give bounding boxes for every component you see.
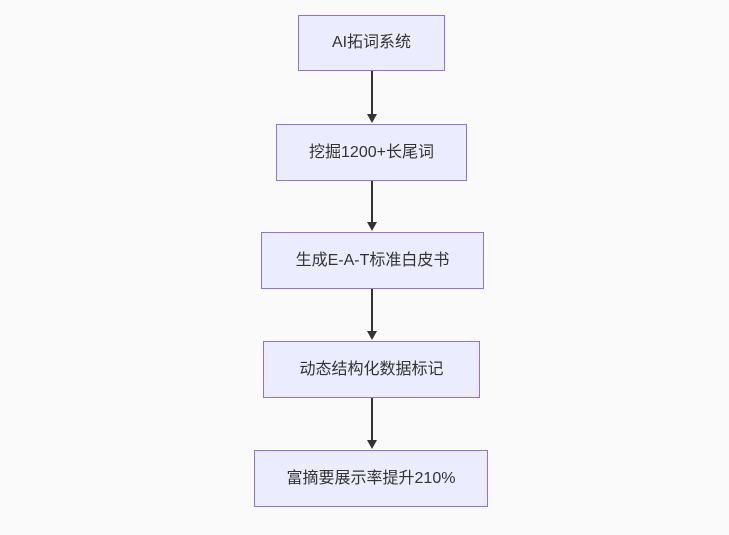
arrow-down-icon xyxy=(366,114,377,123)
flow-node-label: 生成E-A-T标准白皮书 xyxy=(295,251,450,269)
flow-node-ai-keyword-system: AI拓词系统 xyxy=(298,15,445,71)
flow-node-label: 动态结构化数据标记 xyxy=(299,360,444,378)
flow-node-structured-data-markup: 动态结构化数据标记 xyxy=(263,341,480,398)
flow-node-label: 挖掘1200+长尾词 xyxy=(309,143,434,161)
flow-node-eat-whitepaper: 生成E-A-T标准白皮书 xyxy=(261,232,484,289)
flow-node-rich-snippet-result: 富摘要展示率提升210% xyxy=(254,450,488,507)
arrow-down-icon xyxy=(366,440,377,449)
arrow-down-icon xyxy=(366,331,377,340)
flow-node-longtail-mining: 挖掘1200+长尾词 xyxy=(276,124,467,181)
flow-node-label: 富摘要展示率提升210% xyxy=(286,469,456,487)
arrow-down-icon xyxy=(366,222,377,231)
flow-edge-line-1 xyxy=(370,71,373,116)
flow-node-label: AI拓词系统 xyxy=(331,34,412,51)
flow-edge-line-4 xyxy=(370,398,373,442)
flow-edge-line-2 xyxy=(370,181,373,224)
flow-edge-line-3 xyxy=(370,289,373,333)
